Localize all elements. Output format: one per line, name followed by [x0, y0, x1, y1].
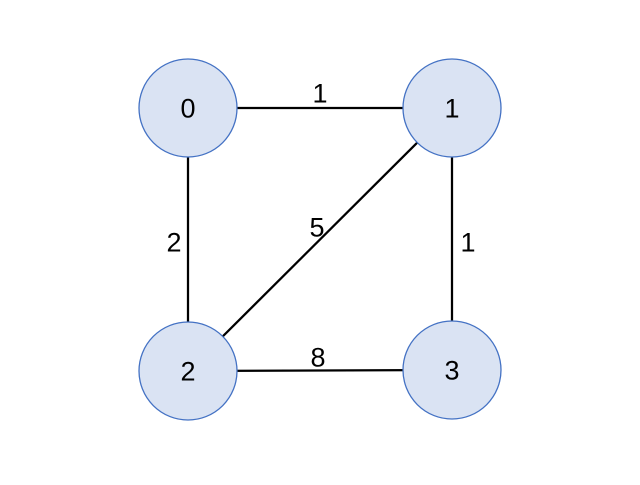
edge-weight-label-1-3: 1 — [460, 227, 475, 257]
graph-node-2 — [138, 321, 238, 421]
node-label-0: 0 — [180, 93, 195, 123]
node-label-3: 3 — [444, 355, 459, 385]
edge-1-2 — [187, 107, 453, 372]
edge-weight-label-0-2: 2 — [166, 227, 181, 257]
graph-node-0 — [138, 58, 238, 158]
graph-node-1 — [402, 58, 502, 158]
edge-weight-label-1-2: 5 — [309, 212, 324, 242]
node-label-2: 2 — [180, 356, 195, 386]
node-label-1: 1 — [444, 93, 459, 123]
graph-node-3 — [402, 320, 502, 420]
edge-weight-label-2-3: 8 — [310, 342, 325, 372]
edge-weight-label-0-1: 1 — [312, 78, 327, 108]
